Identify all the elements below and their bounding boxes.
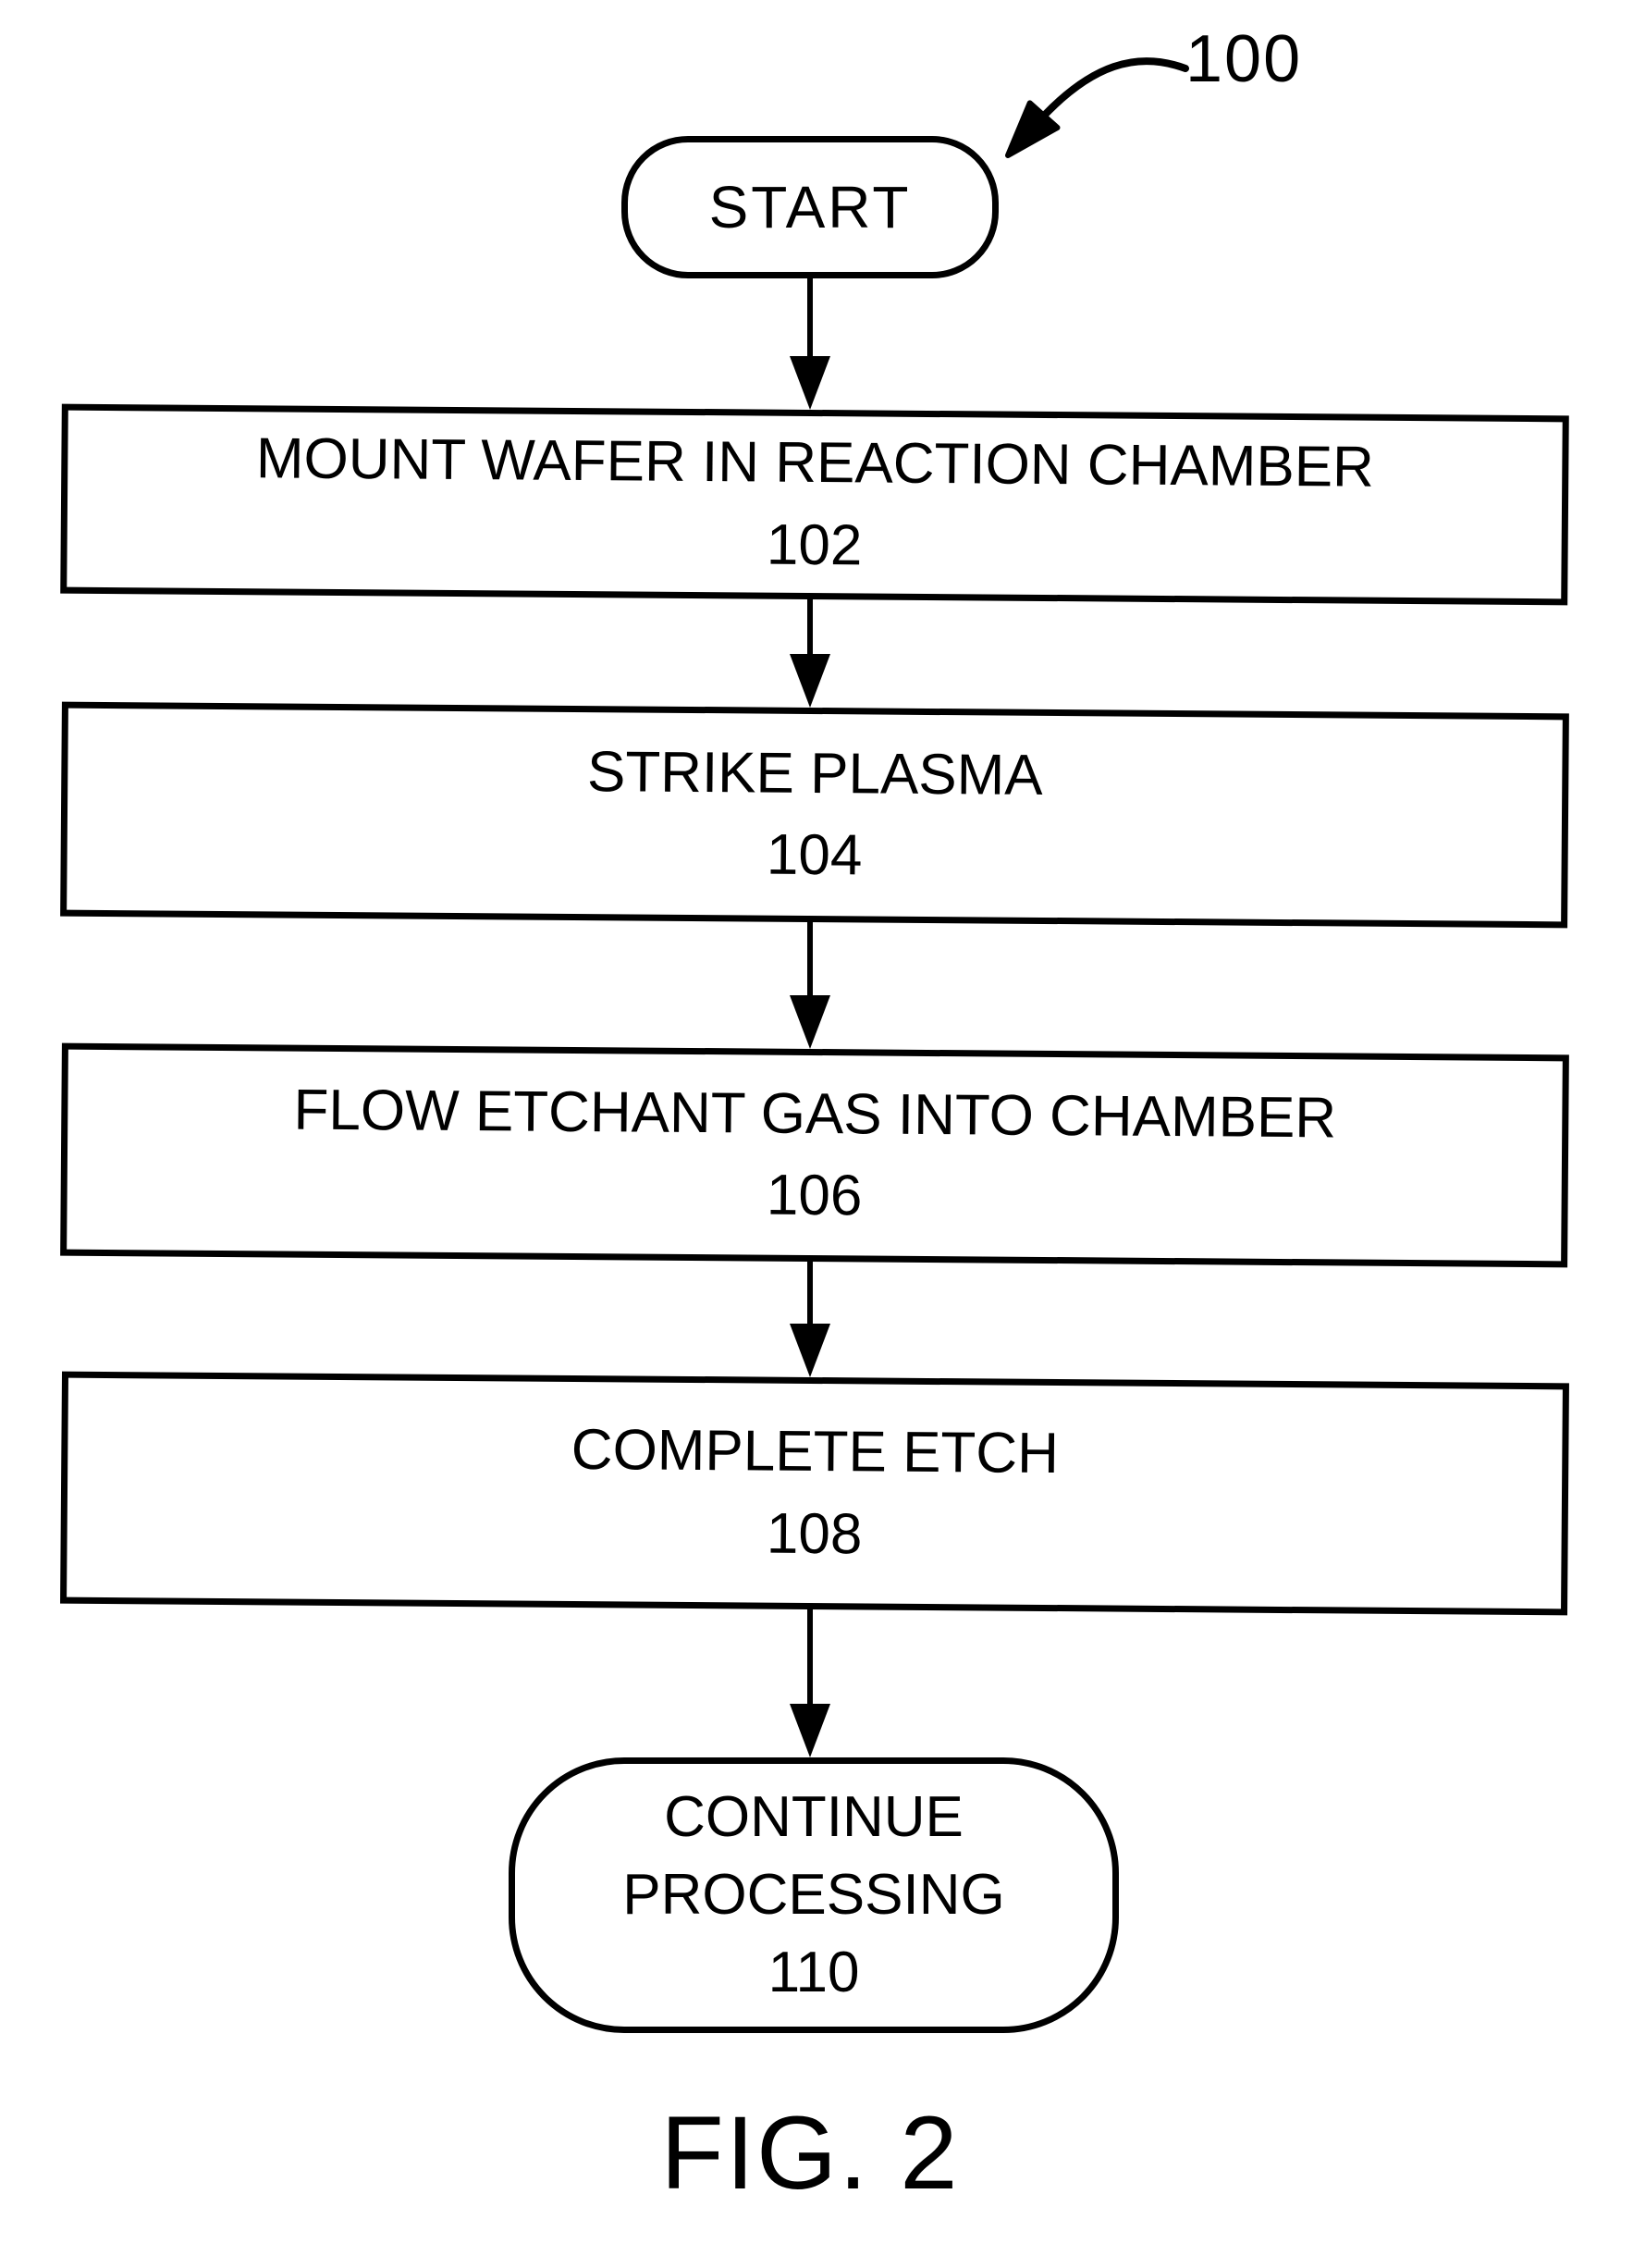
arrow-shaft	[807, 922, 813, 995]
node-102-label: MOUNT WAFER IN REACTION CHAMBER	[255, 426, 1375, 500]
arrow-shaft	[807, 278, 813, 356]
leader-arrow-icon	[1005, 57, 1189, 158]
node-102-number: 102	[766, 512, 863, 577]
reference-numeral-100: 100	[1185, 22, 1303, 96]
flow-node-continue-processing-110: CONTINUE PROCESSING 110	[509, 1757, 1119, 2033]
node-108-number: 108	[766, 1501, 863, 1566]
arrow-shaft	[807, 1609, 813, 1704]
flow-node-strike-plasma-104: STRIKE PLASMA 104	[60, 701, 1569, 929]
arrowhead-down-icon	[790, 654, 830, 708]
node-108-label: COMPLETE ETCH	[571, 1418, 1060, 1486]
flow-node-flow-etchant-gas-106: FLOW ETCHANT GAS INTO CHAMBER 106	[60, 1042, 1569, 1268]
arrowhead-down-icon	[790, 995, 830, 1049]
node-104-label: STRIKE PLASMA	[586, 740, 1043, 807]
flow-arrow-104-to-106	[790, 922, 830, 1049]
node-110-number: 110	[767, 1941, 860, 2005]
flow-node-start: START	[621, 136, 999, 278]
flow-arrow-start-to-102	[790, 278, 830, 410]
node-104-number: 104	[766, 822, 863, 888]
flow-arrow-102-to-104	[790, 599, 830, 708]
flow-node-complete-etch-108: COMPLETE ETCH 108	[60, 1371, 1569, 1616]
node-106-number: 106	[766, 1163, 863, 1228]
arrowhead-down-icon	[790, 356, 830, 410]
node-110-label: CONTINUE PROCESSING	[622, 1784, 1005, 1927]
node-106-label: FLOW ETCHANT GAS INTO CHAMBER	[293, 1078, 1337, 1151]
arrow-shaft	[807, 599, 813, 654]
flow-arrow-106-to-108	[790, 1262, 830, 1377]
flow-arrow-108-to-110	[790, 1609, 830, 1757]
node-start-label: START	[708, 174, 912, 240]
arrowhead-down-icon	[790, 1324, 830, 1377]
arrowhead-down-icon	[790, 1704, 830, 1757]
figure-caption: FIG. 2	[660, 2095, 960, 2211]
arrow-shaft	[807, 1262, 813, 1324]
flow-node-mount-wafer-102: MOUNT WAFER IN REACTION CHAMBER 102	[60, 403, 1569, 606]
